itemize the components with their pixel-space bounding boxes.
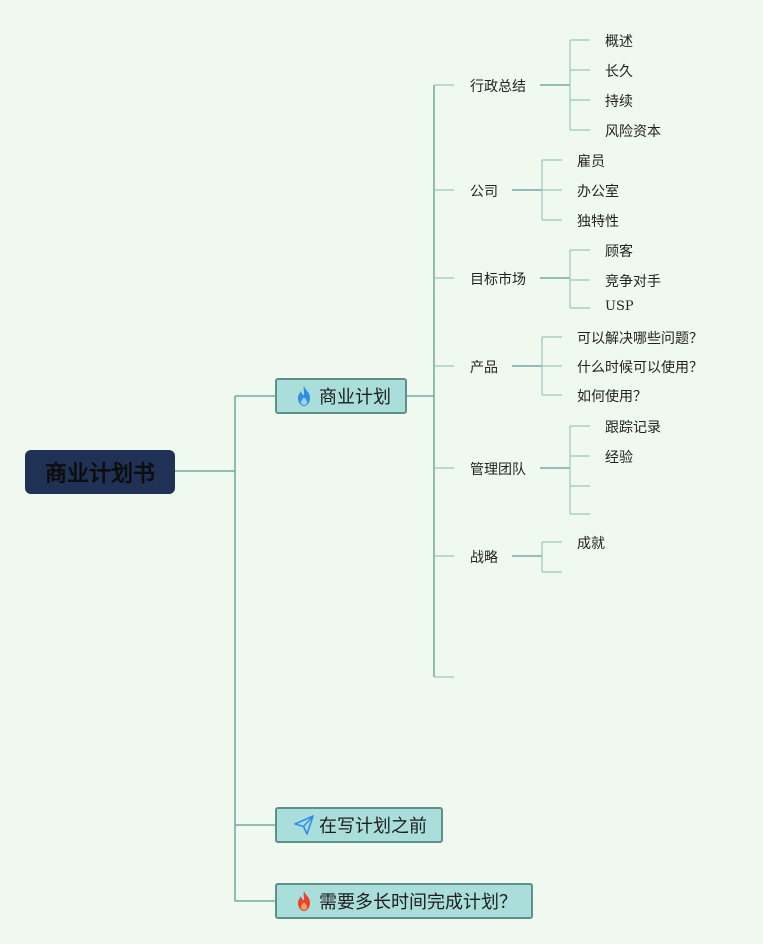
- root-topic[interactable]: 商业计划书: [25, 450, 175, 494]
- leaf-label: 什么时候可以使用？: [577, 360, 703, 376]
- main-topic-before-writing[interactable]: 在写计划之前: [275, 807, 443, 843]
- leaf-label: 成就: [577, 536, 605, 552]
- subtopic-management-team[interactable]: 管理团队: [470, 459, 526, 479]
- leaf-topic[interactable]: 长久: [605, 61, 633, 81]
- main-topic-business-plan[interactable]: 商业计划: [275, 378, 407, 414]
- leaf-label: 概述: [605, 34, 633, 50]
- fire-icon: [293, 890, 315, 912]
- root-topic-label: 商业计划书: [44, 462, 155, 487]
- subtopic-label: 目标市场: [470, 272, 526, 288]
- leaf-topic[interactable]: USP: [605, 299, 634, 314]
- leaf-topic[interactable]: 经验: [605, 447, 633, 467]
- leaf-topic[interactable]: 跟踪记录: [605, 417, 661, 437]
- subtopic-label: 产品: [470, 360, 498, 376]
- leaf-topic[interactable]: 可以解决哪些问题？: [577, 328, 703, 348]
- leaf-label: 风险资本: [605, 124, 661, 140]
- subtopic-label: 公司: [470, 184, 498, 200]
- leaf-topic[interactable]: 办公室: [577, 181, 619, 201]
- fire-icon: [293, 385, 315, 407]
- subtopic-strategy[interactable]: 战略: [470, 547, 498, 567]
- leaf-label: 经验: [605, 450, 633, 466]
- leaf-topic[interactable]: 顾客: [605, 241, 633, 261]
- leaf-topic[interactable]: 雇员: [577, 151, 605, 171]
- leaf-topic[interactable]: 持续: [605, 91, 633, 111]
- subtopic-label: 行政总结: [470, 79, 526, 95]
- leaf-label: 长久: [605, 64, 633, 80]
- leaf-label: 跟踪记录: [605, 420, 661, 436]
- leaf-label: 竞争对手: [605, 274, 661, 290]
- main-topic-time-needed[interactable]: 需要多长时间完成计划？: [275, 883, 533, 919]
- subtopic-target-market[interactable]: 目标市场: [470, 269, 526, 289]
- subtopic-executive-summary[interactable]: 行政总结: [470, 76, 526, 96]
- leaf-label: 办公室: [577, 184, 619, 200]
- leaf-topic[interactable]: 成就: [577, 533, 605, 553]
- leaf-label: 独特性: [577, 214, 619, 230]
- leaf-label: 雇员: [577, 154, 605, 170]
- subtopic-product[interactable]: 产品: [470, 357, 498, 377]
- leaf-topic[interactable]: 独特性: [577, 211, 619, 231]
- leaf-topic[interactable]: 概述: [605, 31, 633, 51]
- leaf-label: 可以解决哪些问题？: [577, 331, 703, 347]
- leaf-topic[interactable]: 竞争对手: [605, 271, 661, 291]
- leaf-label: 持续: [605, 94, 633, 110]
- subtopic-company[interactable]: 公司: [470, 181, 498, 201]
- leaf-label: USP: [605, 299, 634, 314]
- leaf-label: 如何使用？: [577, 389, 647, 405]
- main-topic-label: 在写计划之前: [319, 816, 427, 837]
- leaf-label: 顾客: [605, 244, 633, 260]
- subtopic-label: 管理团队: [470, 462, 526, 478]
- subtopic-label: 战略: [470, 550, 498, 566]
- leaf-topic[interactable]: 风险资本: [605, 121, 661, 141]
- main-topic-label: 需要多长时间完成计划？: [319, 892, 517, 913]
- paper-plane-icon: [293, 814, 315, 836]
- leaf-topic[interactable]: 什么时候可以使用？: [577, 357, 703, 377]
- main-topic-label: 商业计划: [319, 387, 391, 408]
- leaf-topic[interactable]: 如何使用？: [577, 386, 647, 406]
